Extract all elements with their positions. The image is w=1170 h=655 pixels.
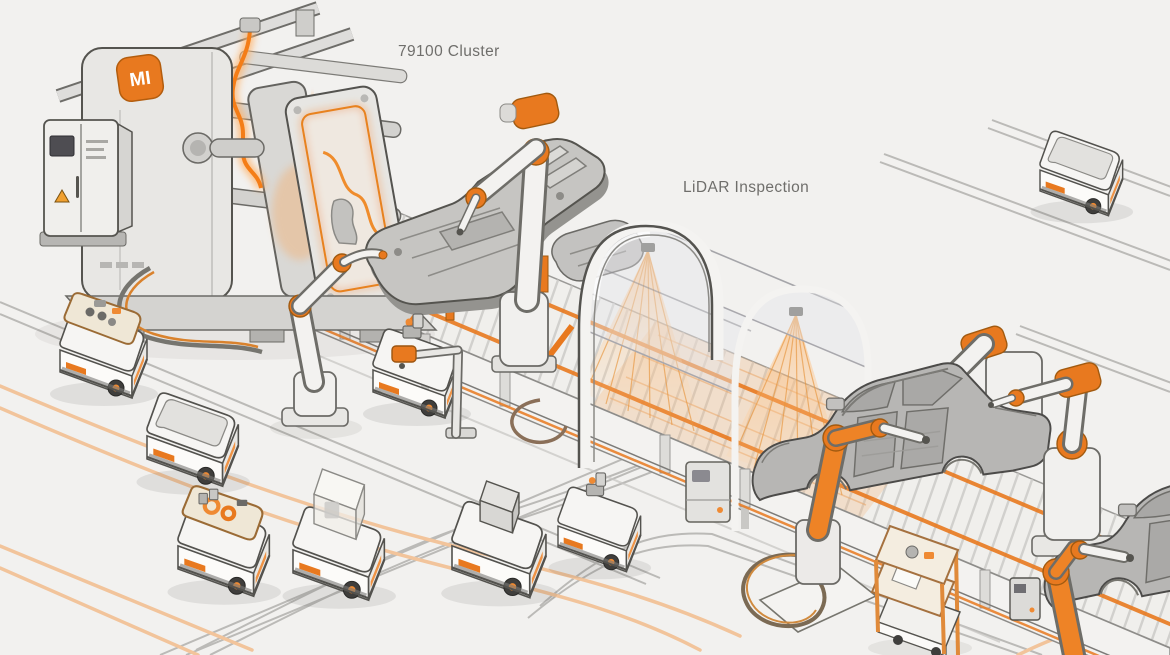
- agv-with-crate: [280, 468, 398, 611]
- robot3-cable-loop: [741, 552, 827, 629]
- scanner-gantry: [391, 345, 477, 439]
- mi-logo-text: MI: [128, 68, 152, 92]
- floor-cabinet: [685, 461, 731, 523]
- scanner-head: [391, 345, 417, 363]
- robot-arm-5: [988, 362, 1117, 557]
- warning-icon: [54, 189, 70, 203]
- molten-metal: [228, 17, 266, 190]
- tunnel-exit-arch: [731, 285, 872, 531]
- robot-arm-3: [741, 418, 930, 633]
- tunnel-entrance-arch: [577, 220, 724, 468]
- robot-arm-2: [270, 248, 388, 439]
- mi-logo: MI: [115, 53, 165, 103]
- robot-arm-1: [456, 92, 560, 373]
- agv-with-gears: [165, 486, 283, 607]
- machine-cable: [117, 266, 263, 355]
- conveyor-cable: [510, 398, 568, 445]
- control-cabinet: [39, 119, 133, 247]
- laser-fan-1: [578, 243, 704, 434]
- label-79100-cluster: 79100 Cluster: [398, 43, 500, 60]
- agv-plain-top-right: [1029, 129, 1135, 225]
- cabinet-screen: [49, 135, 75, 157]
- small-control-box: [1009, 577, 1041, 621]
- car-body-2: [1043, 485, 1170, 608]
- car1-charge-port: [825, 397, 845, 411]
- label-lidar-inspection: LiDAR Inspection: [683, 179, 809, 196]
- agv-plain-left: [134, 391, 252, 497]
- robot-arm-6: [1042, 540, 1134, 655]
- shelf-cart: [868, 524, 972, 655]
